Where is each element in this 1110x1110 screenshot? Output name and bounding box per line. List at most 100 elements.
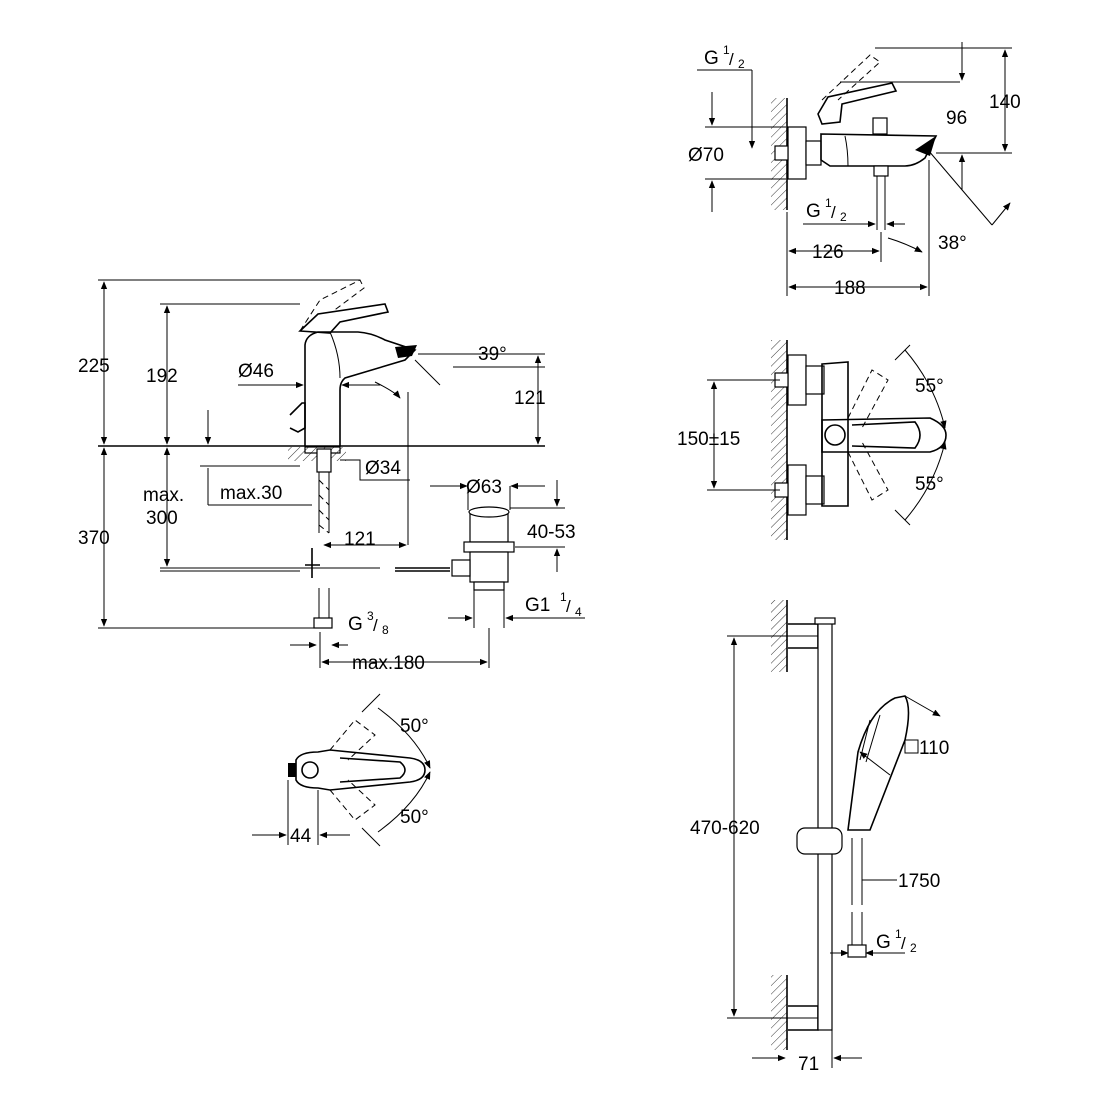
rail-cap <box>814 617 836 625</box>
shower-rail-set: 470-620 110 1750 G 1 / 2 71 <box>690 600 949 1075</box>
dim-g12-rail-den: 2 <box>910 941 917 955</box>
bath-front-cartridge <box>824 424 846 446</box>
angle-50-bot-arc <box>377 771 431 833</box>
lever-open-dashed <box>299 279 365 332</box>
dim-angle-38: 38° <box>938 233 967 254</box>
bath-mixer-front-view: 55° 55° 150±15 <box>677 340 947 540</box>
dim-140: 140 <box>989 92 1021 113</box>
shower-outlet-tube <box>876 176 886 230</box>
waste-flange <box>463 541 515 553</box>
bath-body-contour <box>844 135 849 167</box>
dim-angle-55-top: 55° <box>915 376 944 397</box>
angle-55-top-line <box>894 344 911 361</box>
dim-max300-a: max. <box>143 485 184 506</box>
dim-121-horizontal: 121 <box>344 529 376 550</box>
angle-39-line <box>414 359 441 386</box>
bath-front-lever <box>821 417 947 453</box>
dim-angle-50-bottom: 50° <box>400 807 429 828</box>
dim-470-620: 470-620 <box>690 818 760 839</box>
dim-g114-slash: / <box>566 597 571 616</box>
wall-hatch-2 <box>771 340 787 540</box>
dim-max30: max.30 <box>220 483 282 504</box>
basin-lever <box>298 303 390 334</box>
spout-tip <box>395 345 417 358</box>
basin-top-dashed-b <box>329 779 376 821</box>
dim-dia-34: Ø34 <box>365 458 401 479</box>
dim-370: 370 <box>78 528 110 549</box>
shank <box>316 448 332 473</box>
basin-top-popup <box>288 763 296 777</box>
dim-g12-rail-slash: / <box>901 934 906 953</box>
diverter <box>872 117 888 135</box>
dim-192: 192 <box>146 366 178 387</box>
shower-hose-lower <box>851 912 863 945</box>
waste-rod-connector <box>451 559 471 577</box>
leader-110 <box>904 695 941 717</box>
waste-nut <box>473 581 505 591</box>
angle-55-bot-arc <box>904 441 947 521</box>
angle-55-top-arc <box>904 349 947 429</box>
dim-g114-main: G1 <box>525 595 550 616</box>
dim-angle-55-bottom: 55° <box>915 474 944 495</box>
bath-front-dashed-a <box>847 369 889 429</box>
spout-contour <box>329 331 341 379</box>
popup-rod <box>289 402 306 433</box>
angle-38-arc2 <box>887 237 923 253</box>
shower-rail <box>817 621 833 1031</box>
dim-max300-b: 300 <box>146 508 178 529</box>
dim-40-53: 40-53 <box>527 522 576 543</box>
mixer-nut <box>805 140 822 166</box>
flex-hose-lower <box>318 588 330 618</box>
dim-dia-46: Ø46 <box>238 361 274 382</box>
angle-50-top-line <box>361 693 381 713</box>
basin-top-lever <box>339 757 406 783</box>
flex-hose <box>318 472 330 533</box>
dim-g114-num: 1 <box>560 590 567 604</box>
wall-hatch-4 <box>771 975 787 1050</box>
angle-50-top-arc <box>377 707 431 769</box>
basin-mixer-top-view: 50° 50° 44 <box>252 693 431 847</box>
angle-50-bot-line <box>361 827 381 847</box>
dim-g38-den: 8 <box>382 623 389 637</box>
rail-slider <box>796 827 843 855</box>
dim-dia-70: Ø70 <box>688 145 724 166</box>
rosette <box>787 126 807 180</box>
nut-bottom <box>805 475 825 505</box>
dim-hose-1750: 1750 <box>898 871 940 892</box>
dim-71: 71 <box>798 1054 819 1075</box>
flex-hose-braid <box>318 479 330 534</box>
dim-g12-rail-main: G <box>876 932 891 953</box>
leader-34 <box>340 459 410 481</box>
leader-110b <box>859 751 891 776</box>
dim-126: 126 <box>812 242 844 263</box>
waste-tail <box>473 590 505 628</box>
hose-connector <box>313 617 333 629</box>
nut-top <box>805 365 825 395</box>
dim-g12-mid-slash: / <box>831 203 836 222</box>
basin-top-body <box>295 749 426 791</box>
dim-g12-top-main: G <box>704 48 719 69</box>
dim-g12-top-num: 1 <box>723 43 730 57</box>
bath-mixer-body <box>820 133 938 167</box>
basin-mixer-side-view: 225 192 Ø46 39° 121 Ø34 max.30 max. 300 <box>78 279 585 674</box>
bath-front-body <box>821 361 849 507</box>
bath-lever-open <box>821 54 881 101</box>
angle-39-arc <box>374 381 401 399</box>
dim-150-15: 150±15 <box>677 429 740 450</box>
dim-96: 96 <box>946 108 967 129</box>
square-icon <box>904 739 919 754</box>
eccentric-connector <box>774 145 789 161</box>
dim-g12-top-den: 2 <box>738 57 745 71</box>
waste-clamp <box>305 548 320 578</box>
dim-angle-50-top: 50° <box>400 716 429 737</box>
dim-44: 44 <box>290 826 312 847</box>
waste-tube <box>469 551 509 583</box>
dim-dia-63: Ø63 <box>466 477 502 498</box>
dim-121-vertical: 121 <box>514 388 546 409</box>
waste-rod <box>160 567 380 572</box>
rosette-bottom <box>787 464 807 516</box>
basin-top-dashed-a <box>329 719 376 761</box>
shower-outlet <box>873 165 889 177</box>
dim-g114-den: 4 <box>575 605 582 619</box>
